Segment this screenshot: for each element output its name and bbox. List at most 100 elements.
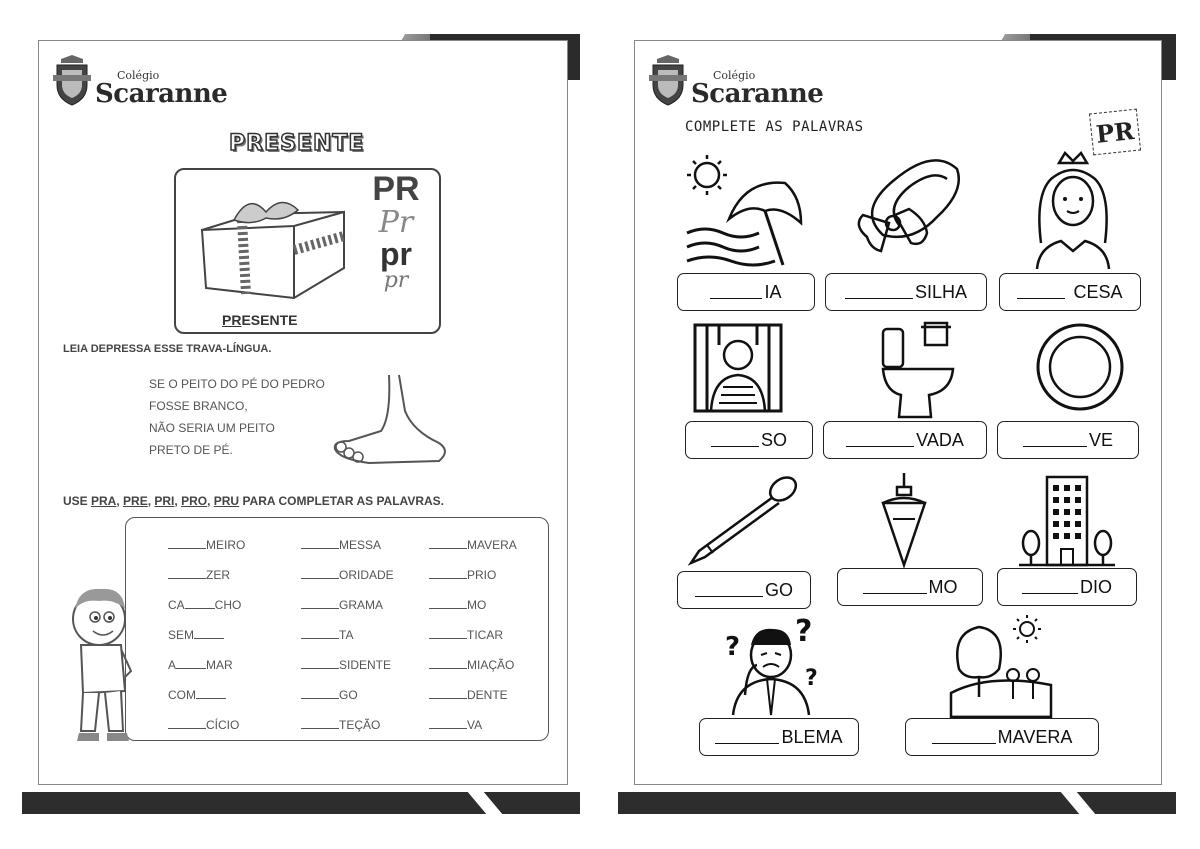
svg-text:?: ? (795, 614, 812, 649)
instruction-suffix: PARA COMPLETAR AS PALAVRAS. (239, 494, 444, 508)
word-suffix: MESSA (339, 538, 382, 552)
word-suffix: GO (764, 579, 793, 600)
blank-line[interactable] (301, 622, 339, 639)
blank-line[interactable] (429, 622, 467, 639)
word-box[interactable]: DIO (997, 568, 1137, 606)
decorative-bottom-bar-right (618, 792, 1176, 814)
instruction-separator: , (174, 494, 182, 508)
instruction-prefix: USE (63, 494, 92, 508)
blank-line[interactable] (168, 532, 206, 549)
word-completion-item[interactable]: MIAÇÃO (429, 652, 549, 672)
blank-line[interactable] (429, 652, 467, 669)
word-completion-item[interactable]: MAVERA (429, 532, 549, 552)
plumb-bob-icon (879, 473, 929, 574)
blank-line[interactable] (301, 562, 339, 579)
blank-line[interactable] (184, 592, 215, 609)
blank-line[interactable] (301, 532, 339, 549)
word-suffix: SO (760, 429, 787, 450)
word-completion-item[interactable]: TEÇÃO (301, 712, 429, 732)
crest-icon (649, 55, 687, 107)
word-completion-item[interactable]: COM (168, 682, 301, 702)
word-box[interactable]: IA (677, 273, 815, 311)
gift-word-label: PRESENTE (222, 312, 297, 328)
word-suffix: VA (467, 718, 483, 732)
word-box[interactable]: GO (677, 571, 811, 609)
gift-word-rest: ESENTE (241, 312, 298, 328)
gift-box-icon (194, 190, 354, 307)
word-suffix: BLEMA (781, 726, 843, 747)
word-box[interactable]: CESA (999, 273, 1141, 311)
syllable-pre: PRE (123, 494, 148, 508)
blank-line[interactable] (176, 652, 207, 669)
blank-line[interactable] (429, 562, 467, 579)
blank-line[interactable] (429, 532, 467, 549)
word-prefix: CA (168, 598, 185, 612)
word-suffix: CÍCIO (206, 718, 240, 732)
crest-icon (53, 55, 91, 107)
word-completion-item[interactable]: VA (429, 712, 549, 732)
word-completion-item[interactable]: ORIDADE (301, 562, 429, 582)
hair-clip-icon (853, 151, 963, 272)
tongue-twister-line: PRETO DE PÉ. (149, 443, 233, 457)
tongue-twister-line: NÃO SERIA UM PEITO (149, 421, 275, 435)
word-suffix: TEÇÃO (339, 718, 381, 732)
word-completion-item[interactable]: TICAR (429, 622, 549, 642)
word-completion-item[interactable]: MO (429, 592, 549, 612)
word-box[interactable]: SILHA (825, 273, 987, 311)
word-box[interactable]: SO (685, 421, 813, 459)
syllable-pri: PRI (154, 494, 175, 508)
word-completion-item[interactable]: SIDENTE (301, 652, 429, 672)
worried-man-icon: ? ? ? (721, 614, 825, 720)
word-completion-item[interactable]: MEIRO (168, 532, 301, 552)
blank-line[interactable] (429, 682, 467, 699)
instruction-separator: , (116, 494, 124, 508)
instruction-separator: , (147, 494, 155, 508)
blank-line[interactable] (168, 562, 206, 579)
blank-line[interactable] (196, 682, 226, 699)
blank-line[interactable] (194, 622, 225, 639)
word-suffix: MAVERA (997, 726, 1073, 747)
page-title: COMPLETE AS PALAVRAS (685, 119, 864, 135)
blank-line[interactable] (301, 682, 339, 699)
word-completion-item[interactable]: MESSA (301, 532, 429, 552)
boy-peeking-icon (59, 581, 149, 756)
toilet-icon (879, 321, 959, 426)
word-completion-item[interactable]: GO (301, 682, 429, 702)
word-box[interactable]: VE (997, 421, 1139, 459)
word-box[interactable]: MAVERA (905, 718, 1099, 756)
word-box[interactable]: BLEMA (699, 718, 859, 756)
word-suffix: SILHA (914, 281, 968, 302)
word-completion-item[interactable]: PRIO (429, 562, 549, 582)
word-box[interactable]: VADA (823, 421, 987, 459)
word-completion-item[interactable]: SEM (168, 622, 301, 642)
word-completion-item[interactable]: CÍCIO (168, 712, 301, 732)
word-suffix: MIAÇÃO (467, 658, 515, 672)
word-suffix: DENTE (467, 688, 508, 702)
blank-line[interactable] (301, 592, 339, 609)
word-suffix: TA (339, 628, 354, 642)
blank-line[interactable] (301, 712, 339, 729)
building-icon (1019, 473, 1115, 572)
blank-line[interactable] (168, 712, 206, 729)
beach-umbrella-icon (685, 153, 805, 276)
logo-name-text: Scaranne (95, 79, 228, 109)
word-completion-item[interactable]: DENTE (429, 682, 549, 702)
word-suffix: DIO (1079, 576, 1112, 597)
svg-text:?: ? (725, 632, 740, 662)
blank-line[interactable] (301, 652, 339, 669)
blank-line[interactable] (429, 592, 467, 609)
word-completion-item[interactable]: ZER (168, 562, 301, 582)
word-suffix: IA (764, 281, 782, 302)
word-box[interactable]: MO (837, 568, 983, 606)
word-prefix: COM (168, 688, 196, 702)
logo-small-text: Colégio (117, 69, 160, 82)
spring-landscape-icon (949, 613, 1053, 722)
word-completion-item[interactable]: GRAMA (301, 592, 429, 612)
blank-line[interactable] (429, 712, 467, 729)
gift-word-highlight: PR (222, 312, 242, 328)
word-completion-item[interactable]: TA (301, 622, 429, 642)
word-suffix: PRIO (467, 568, 497, 582)
